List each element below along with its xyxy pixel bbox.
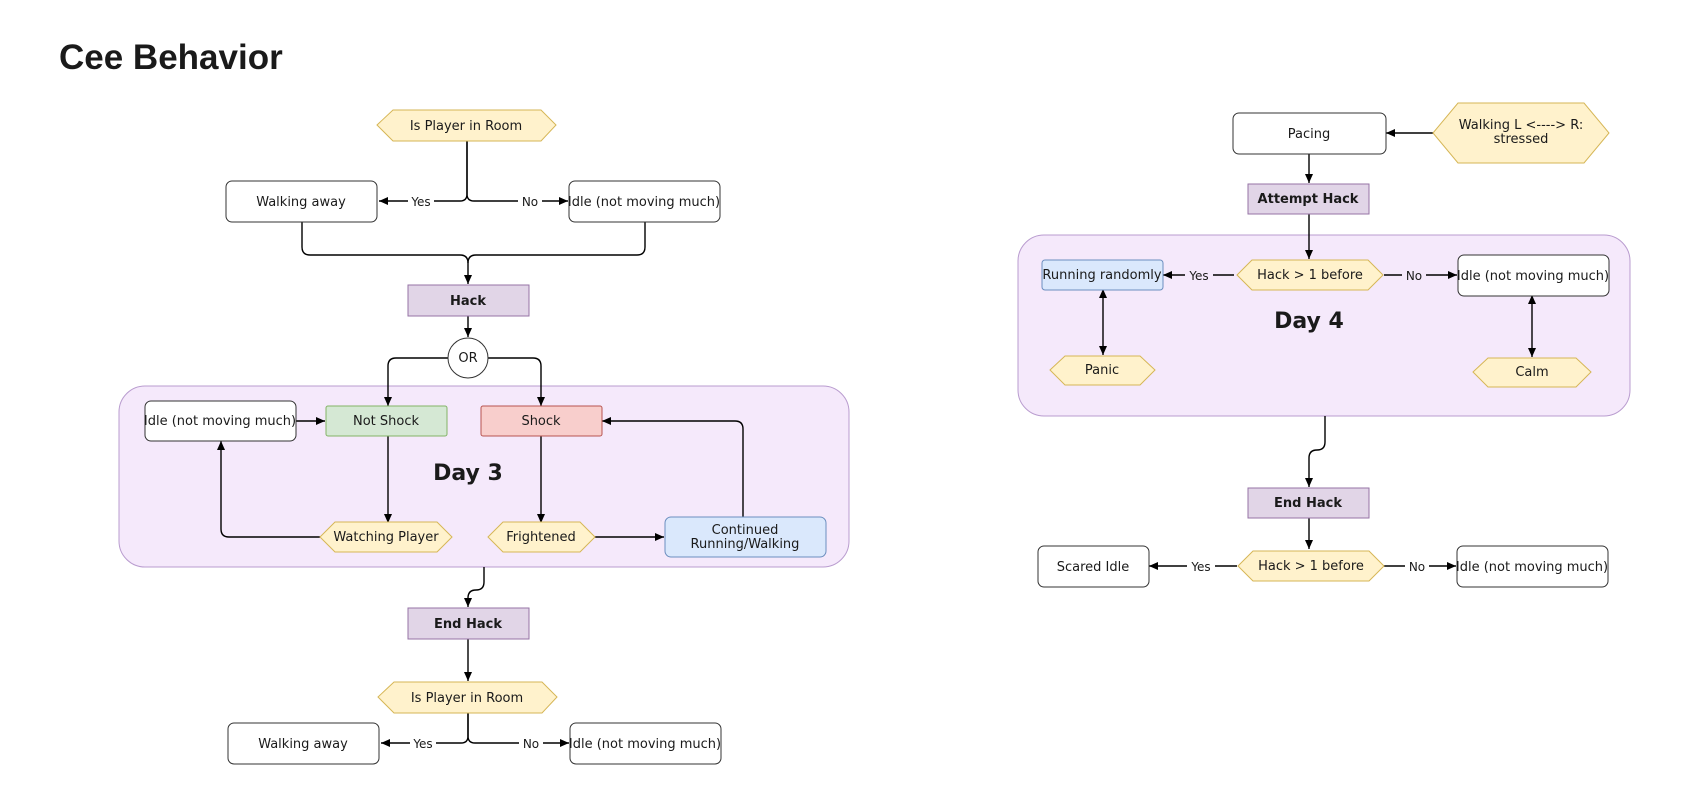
svg-text:Idle (not moving much): Idle (not moving much) bbox=[569, 737, 721, 752]
edge-walking-to-hack bbox=[301, 222, 472, 284]
svg-text:Idle (not moving much): Idle (not moving much) bbox=[1456, 560, 1608, 575]
decision-calm[interactable]: Calm bbox=[1472, 357, 1592, 388]
or-junction[interactable]: OR bbox=[447, 337, 489, 379]
node-end-walking-away[interactable]: Walking away bbox=[227, 722, 380, 765]
day4-label: Day 4 bbox=[1274, 309, 1344, 334]
svg-text:Scared Idle: Scared Idle bbox=[1057, 560, 1130, 575]
decision-panic[interactable]: Panic bbox=[1049, 355, 1156, 386]
svg-text:End Hack: End Hack bbox=[434, 617, 502, 632]
node-not-shock[interactable]: Not Shock bbox=[325, 405, 448, 437]
svg-text:Idle (not moving much): Idle (not moving much) bbox=[1457, 269, 1609, 284]
svg-text:Attempt Hack: Attempt Hack bbox=[1258, 192, 1359, 207]
node-pacing[interactable]: Pacing bbox=[1232, 112, 1387, 155]
decision-hack-gt1[interactable]: Hack > 1 before bbox=[1236, 259, 1384, 291]
svg-text:Hack: Hack bbox=[450, 294, 486, 309]
edge-label-end-yes: Yes bbox=[412, 737, 432, 751]
svg-text:Hack > 1 before: Hack > 1 before bbox=[1258, 559, 1364, 574]
svg-text:Idle (not moving much): Idle (not moving much) bbox=[144, 414, 296, 429]
decision-watching-player[interactable]: Watching Player bbox=[319, 521, 453, 553]
svg-text:Pacing: Pacing bbox=[1288, 127, 1330, 142]
svg-text:Calm: Calm bbox=[1515, 365, 1548, 380]
action-hack[interactable]: Hack bbox=[407, 284, 530, 317]
edge-continued-to-shock bbox=[602, 417, 744, 517]
edge-label-no: No bbox=[522, 195, 538, 209]
node-end-idle[interactable]: Idle (not moving much) bbox=[569, 722, 722, 765]
action-attempt-hack[interactable]: Attempt Hack bbox=[1247, 183, 1370, 215]
svg-text:Is Player in Room: Is Player in Room bbox=[410, 119, 522, 134]
node-idle-day4[interactable]: Idle (not moving much) bbox=[1457, 254, 1610, 297]
edge-or-to-shock bbox=[488, 357, 545, 406]
svg-text:Walking away: Walking away bbox=[258, 737, 348, 752]
edge-label-d4-no: No bbox=[1406, 269, 1422, 283]
svg-text:Is Player in Room: Is Player in Room bbox=[411, 691, 523, 706]
svg-text:Running/Walking: Running/Walking bbox=[691, 537, 800, 552]
edge-label-d4-end-no: No bbox=[1409, 560, 1425, 574]
edge-idle-to-hack bbox=[467, 222, 646, 264]
edge-end-to-idle bbox=[467, 713, 569, 747]
svg-text:Frightened: Frightened bbox=[506, 530, 576, 545]
edge-label-d4-end-yes: Yes bbox=[1190, 560, 1210, 574]
edge-start-to-idle bbox=[466, 141, 568, 205]
svg-text:Shock: Shock bbox=[521, 414, 561, 429]
edge-label-d4-yes: Yes bbox=[1188, 269, 1208, 283]
svg-text:End Hack: End Hack bbox=[1274, 496, 1342, 511]
node-idle-inner[interactable]: Idle (not moving much) bbox=[144, 400, 297, 442]
svg-text:OR: OR bbox=[458, 351, 477, 366]
edge-watching-to-idle bbox=[217, 441, 320, 538]
svg-text:Panic: Panic bbox=[1085, 363, 1119, 378]
page-title: Cee Behavior bbox=[59, 38, 283, 77]
edge-group3-to-endhack bbox=[464, 567, 485, 607]
svg-text:Walking L <----> R:: Walking L <----> R: bbox=[1459, 118, 1583, 133]
svg-text:Idle (not moving much): Idle (not moving much) bbox=[568, 195, 720, 210]
svg-text:Hack > 1 before: Hack > 1 before bbox=[1257, 268, 1363, 283]
node-shock[interactable]: Shock bbox=[480, 405, 603, 437]
node-walking-away[interactable]: Walking away bbox=[225, 180, 378, 223]
edge-group4-to-endhack bbox=[1305, 416, 1326, 487]
svg-text:stressed: stressed bbox=[1494, 132, 1549, 147]
svg-text:Running randomly: Running randomly bbox=[1042, 268, 1161, 283]
edge-label-end-no: No bbox=[523, 737, 539, 751]
node-running-randomly[interactable]: Running randomly bbox=[1041, 259, 1164, 291]
day3-label: Day 3 bbox=[433, 461, 503, 486]
decision-end-hack-gt1[interactable]: Hack > 1 before bbox=[1237, 550, 1385, 582]
svg-text:Walking away: Walking away bbox=[256, 195, 346, 210]
decision-is-player-in-room[interactable]: Is Player in Room bbox=[376, 109, 557, 142]
decision-walking-stressed[interactable]: Walking L <----> R: stressed bbox=[1432, 102, 1610, 164]
svg-text:Continued: Continued bbox=[712, 523, 779, 538]
edge-start-to-walking bbox=[379, 141, 468, 205]
node-end-idle-day4[interactable]: Idle (not moving much) bbox=[1456, 545, 1609, 588]
node-idle[interactable]: Idle (not moving much) bbox=[568, 180, 721, 223]
action-end-hack-day4[interactable]: End Hack bbox=[1247, 487, 1370, 519]
decision-frightened[interactable]: Frightened bbox=[487, 521, 596, 553]
node-scared-idle[interactable]: Scared Idle bbox=[1037, 545, 1150, 588]
decision-end-is-player-in-room[interactable]: Is Player in Room bbox=[377, 681, 558, 714]
svg-text:Watching Player: Watching Player bbox=[333, 530, 439, 545]
edge-or-to-notshock bbox=[384, 357, 448, 406]
edge-label-yes: Yes bbox=[410, 195, 430, 209]
node-continued-running-walking[interactable]: Continued Running/Walking bbox=[664, 516, 827, 558]
svg-text:Not Shock: Not Shock bbox=[353, 414, 420, 429]
action-end-hack[interactable]: End Hack bbox=[407, 607, 530, 640]
